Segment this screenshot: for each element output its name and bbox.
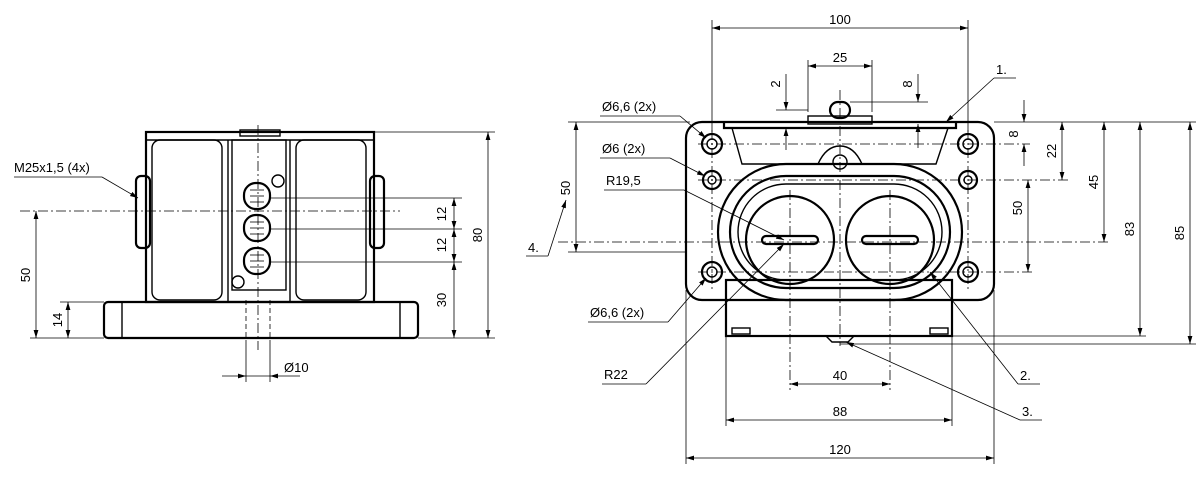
dim-12b: 12 — [434, 238, 449, 252]
label-hole6: Ø6 (2x) — [602, 141, 645, 156]
callout-1: 1. — [996, 62, 1007, 77]
dim-8: 8 — [1006, 130, 1021, 137]
dim-diameter-10: Ø10 — [284, 360, 309, 375]
thread-label: M25x1,5 (4x) — [14, 160, 90, 175]
dim-30: 30 — [434, 293, 449, 307]
label-hole66-top: Ø6,6 (2x) — [602, 99, 656, 114]
callout-2: 2. — [1020, 368, 1031, 383]
dim-100: 100 — [829, 12, 851, 27]
dim-2: 2 — [768, 80, 783, 87]
side-view: 80 12 12 30 50 14 M25x1,5 (4x) Ø10 — [14, 125, 495, 382]
callout-3: 3. — [1022, 404, 1033, 419]
label-hole66-bottom: Ø6,6 (2x) — [590, 305, 644, 320]
dim-25: 25 — [833, 50, 847, 65]
dim-50-left: 50 — [558, 181, 573, 195]
label-r22: R22 — [604, 367, 628, 382]
dim-83: 83 — [1122, 222, 1137, 236]
dim-88: 88 — [833, 404, 847, 419]
side-body — [144, 130, 376, 304]
dim-40: 40 — [833, 368, 847, 383]
dim-80: 80 — [470, 228, 485, 242]
dim-12a: 12 — [434, 207, 449, 221]
side-port-left — [134, 174, 152, 250]
dim-50-side: 50 — [18, 268, 33, 282]
dim-8-top: 8 — [900, 80, 915, 87]
dim-50-right: 50 — [1010, 201, 1025, 215]
dim-14: 14 — [50, 313, 65, 327]
side-base-plate — [102, 300, 420, 340]
label-r195: R19,5 — [606, 173, 641, 188]
dim-45: 45 — [1086, 175, 1101, 189]
dim-22: 22 — [1044, 144, 1059, 158]
dim-120: 120 — [829, 442, 851, 457]
callout-4: 4. — [528, 240, 539, 255]
dim-85: 85 — [1172, 226, 1187, 240]
front-view: 100 25 2 8 8 22 50 45 83 — [526, 12, 1196, 464]
side-port-right — [368, 174, 386, 250]
